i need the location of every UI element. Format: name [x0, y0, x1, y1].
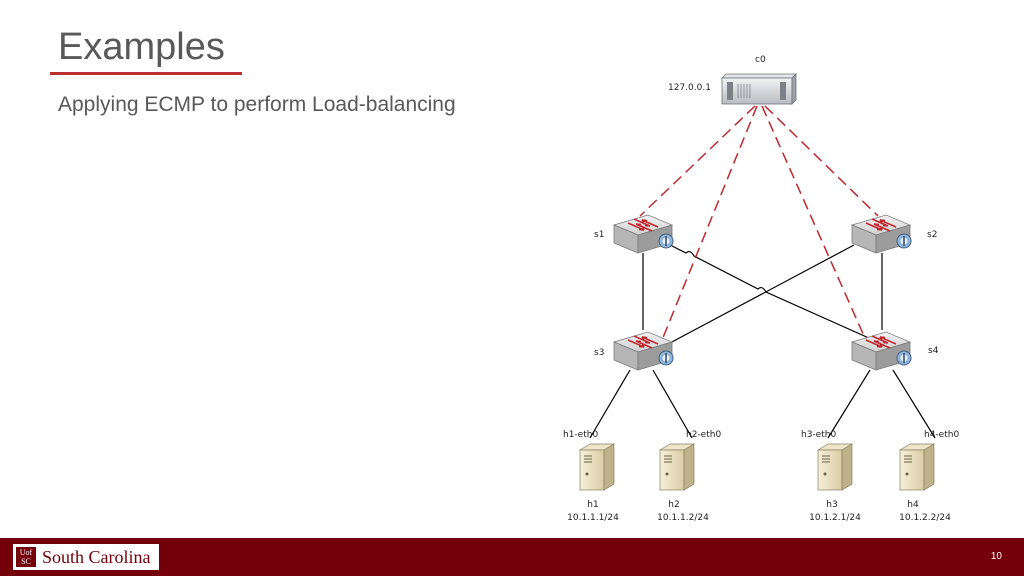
interface-h3-label: h3-eth0: [801, 430, 836, 440]
logo-text: South Carolina: [42, 546, 151, 567]
slide-title: Examples: [58, 26, 225, 68]
switch-s3-label: s3: [594, 348, 604, 358]
data-links: [589, 244, 936, 439]
network-diagram: c0 127.0.0.1 s1 s2 s3 s4 h1-eth0 h2-eth0…: [563, 55, 959, 523]
control-link-s2: [764, 105, 879, 217]
host-h3-ip: 10.1.2.1/24: [809, 513, 861, 523]
title-underline: [50, 72, 242, 75]
controller-c0: [721, 73, 797, 105]
switch-s1-label: s1: [594, 230, 604, 240]
link-s3-h1: [589, 369, 631, 439]
host-h2: [659, 443, 695, 491]
host-h1: [579, 443, 615, 491]
link-s4-h3: [827, 369, 871, 439]
link-s1-s4: [669, 244, 881, 344]
interface-h1-label: h1-eth0: [563, 430, 598, 440]
host-h1-ip: 10.1.1.1/24: [567, 513, 619, 523]
logo-mark: Uof SC: [16, 547, 36, 567]
control-link-s4: [761, 105, 869, 346]
slide-subtitle: Applying ECMP to perform Load-balancing: [58, 93, 456, 116]
university-logo: Uof SC South Carolina: [13, 544, 159, 570]
control-links: [639, 105, 879, 346]
host-h2-ip: 10.1.1.2/24: [657, 513, 709, 523]
host-h3: [817, 443, 853, 491]
interface-h2-label: h2-eth0: [686, 430, 721, 440]
switch-s4: [851, 331, 912, 371]
host-h1-name: h1: [587, 500, 598, 510]
host-h2-name: h2: [668, 500, 679, 510]
host-h4: [899, 443, 935, 491]
page-number: 10: [990, 551, 1002, 562]
host-h4-name: h4: [907, 500, 919, 510]
switch-s2-label: s2: [927, 230, 937, 240]
controller-ip-label: 127.0.0.1: [668, 83, 711, 93]
footer-bar: Uof SC South Carolina 10: [0, 538, 1024, 576]
link-s4-h4: [892, 369, 936, 439]
host-h3-name: h3: [826, 500, 837, 510]
controller-name-label: c0: [755, 55, 766, 65]
switch-s1: [613, 214, 674, 254]
logo-mark-bottom: SC: [21, 557, 31, 566]
link-s3-h2: [652, 369, 693, 439]
link-s3-s2: [669, 244, 855, 344]
host-h4-ip: 10.1.2.2/24: [899, 513, 951, 523]
control-link-s3: [659, 105, 758, 346]
logo-mark-top: Uof: [19, 548, 33, 557]
switch-s2: [851, 214, 912, 254]
control-link-s1: [639, 105, 756, 217]
switch-s4-label: s4: [928, 346, 939, 356]
switch-s3: [613, 331, 674, 371]
interface-h4-label: h4-eth0: [924, 430, 959, 440]
